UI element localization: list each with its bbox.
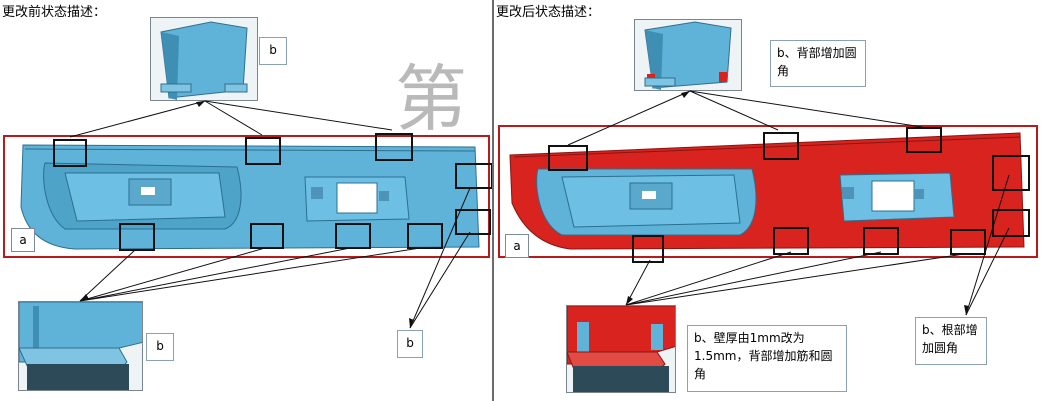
before-top-detail-thumbnail	[150, 17, 258, 101]
after-clip-highlight-6[interactable]	[632, 235, 664, 263]
after-top-callout: b、背部增加圆角	[770, 40, 866, 87]
after-bottom-right-callout: b、根部增加圆角	[915, 317, 987, 365]
before-part-frame	[3, 133, 493, 258]
before-clip-highlight-1[interactable]	[53, 139, 87, 167]
before-heading: 更改前状态描述：	[2, 5, 107, 20]
before-top-callout: b	[259, 37, 287, 65]
before-clip-highlight-9[interactable]	[407, 223, 443, 249]
before-clip-highlight-8[interactable]	[335, 223, 371, 249]
before-tag-a: a	[11, 228, 35, 252]
before-clip-highlight-5[interactable]	[455, 209, 491, 235]
after-part-illustration	[509, 132, 1025, 250]
after-clip-highlight-1[interactable]	[548, 145, 588, 171]
after-clip-highlight-8[interactable]	[863, 227, 899, 255]
before-clip-highlight-2[interactable]	[245, 137, 281, 165]
before-bottom-left-callout: b	[146, 333, 174, 361]
before-bottom-detail-thumbnail	[18, 301, 143, 391]
after-clip-highlight-4[interactable]	[992, 155, 1030, 191]
after-bottom-detail-thumbnail	[566, 305, 676, 393]
after-clip-highlight-3[interactable]	[906, 127, 942, 153]
after-clip-highlight-9[interactable]	[950, 229, 986, 255]
before-clip-highlight-7[interactable]	[250, 223, 284, 249]
before-clip-highlight-4[interactable]	[455, 163, 493, 189]
before-clip-highlight-3[interactable]	[375, 133, 413, 161]
before-bottom-right-callout: b	[397, 330, 423, 358]
before-clip-highlight-6[interactable]	[119, 223, 155, 251]
after-clip-highlight-2[interactable]	[763, 132, 799, 160]
after-clip-highlight-7[interactable]	[773, 227, 809, 255]
after-bottom-left-callout: b、壁厚由1mm改为1.5mm，背部增加筋和圆角	[687, 325, 847, 392]
after-tag-a: a	[505, 234, 529, 258]
after-heading: 更改后状态描述：	[496, 5, 601, 20]
after-top-detail-thumbnail	[634, 19, 742, 91]
after-clip-highlight-5[interactable]	[992, 209, 1030, 237]
panel-divider	[492, 0, 494, 401]
after-panel: 更改后状态描述： b、背部增加圆角	[494, 0, 1042, 401]
after-part-frame	[498, 125, 1038, 263]
before-panel: 更改前状态描述： 第 1 页 b	[0, 0, 687, 401]
